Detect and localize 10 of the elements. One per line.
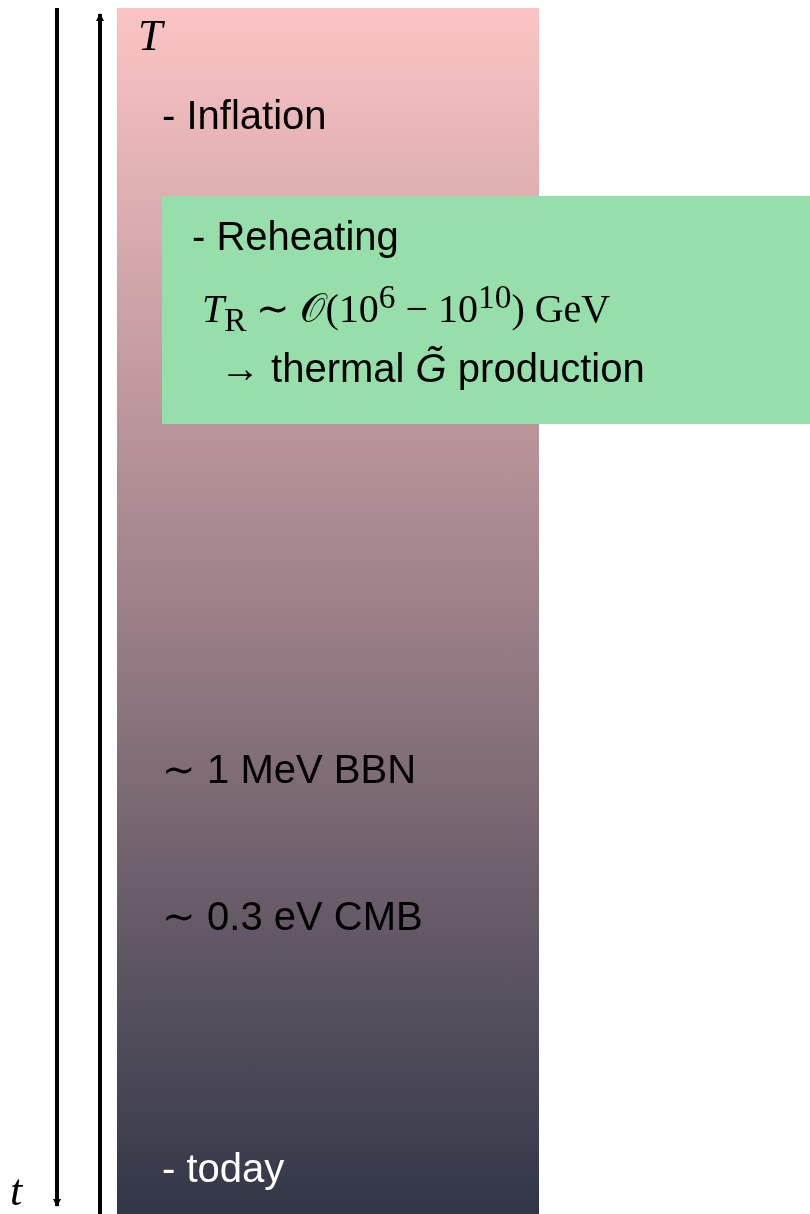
reheating-heading: - Reheating (192, 214, 399, 259)
temperature-formula: T$_{R}$ ∼ 𝒪(10$^{6}$ − 10$^{10}$) GeV (202, 278, 611, 340)
epoch-label: ∼ 0.3 eV CMB (162, 893, 423, 939)
epoch-label: - today (162, 1146, 285, 1191)
temperature-axis-label: T (138, 10, 163, 61)
epoch-label: ∼ 1 MeV BBN (162, 746, 417, 792)
reheating-box (162, 196, 810, 424)
time-axis-label: t (10, 1165, 23, 1214)
production-note: → thermal G̃ production (220, 346, 645, 391)
epoch-label: - Inflation (162, 93, 327, 138)
